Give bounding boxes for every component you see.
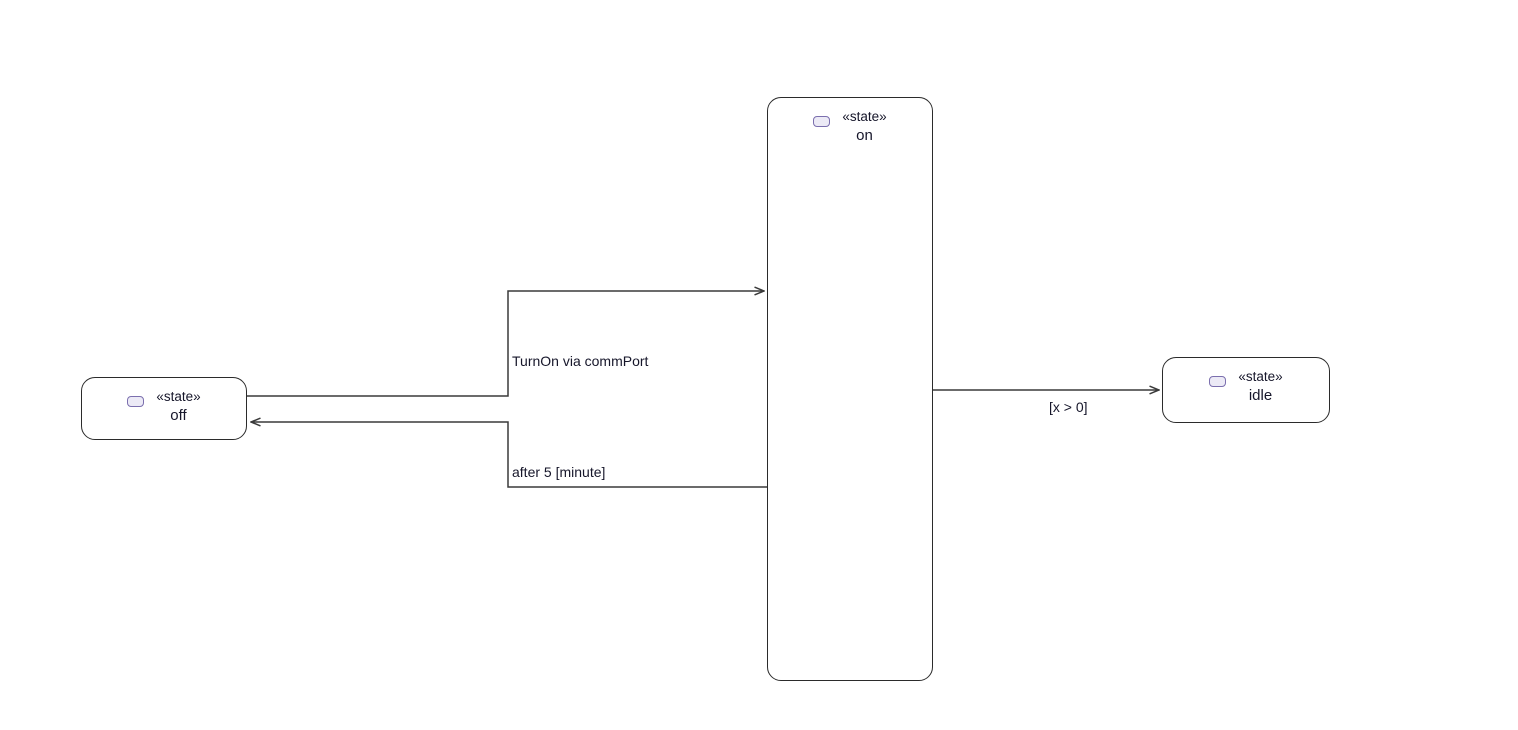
state-icon <box>127 396 145 407</box>
wire-on-to-off[interactable] <box>251 422 767 488</box>
transition-label-off-to-on[interactable]: TurnOn via commPort <box>512 353 649 369</box>
transition-label-on-to-off[interactable]: after 5 [minute] <box>512 464 606 480</box>
state-header-off: «state» off <box>82 388 246 425</box>
state-name: on <box>856 126 873 144</box>
state-stereotype: «state» <box>842 109 887 124</box>
state-stereotype: «state» <box>1238 369 1283 384</box>
state-labels-off: «state» off <box>156 388 200 425</box>
state-header-on: «state» on <box>768 108 932 145</box>
state-name: off <box>170 406 187 424</box>
state-labels-idle: «state» idle <box>1238 368 1282 405</box>
state-stereotype: «state» <box>156 389 201 404</box>
state-node-on[interactable]: «state» on <box>767 97 933 681</box>
state-node-off[interactable]: «state» off <box>81 377 247 440</box>
state-icon <box>1209 376 1227 387</box>
wire-off-to-on[interactable] <box>247 291 764 397</box>
state-labels-on: «state» on <box>842 108 886 145</box>
state-name: idle <box>1248 386 1273 404</box>
state-icon <box>813 116 831 127</box>
state-node-idle[interactable]: «state» idle <box>1162 357 1330 423</box>
state-header-idle: «state» idle <box>1163 368 1329 405</box>
transition-label-on-to-idle[interactable]: [x > 0] <box>1049 399 1088 415</box>
